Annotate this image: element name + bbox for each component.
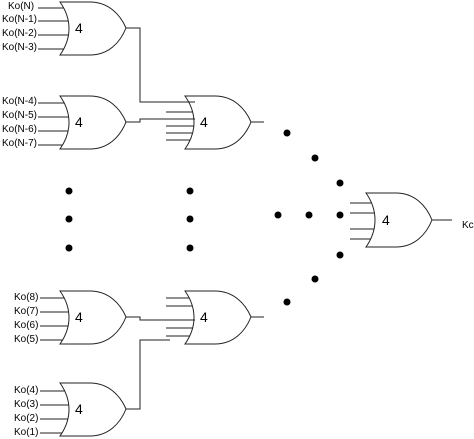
input-label: Ko(6): [14, 320, 38, 331]
ellipsis-dot: [186, 187, 194, 195]
gate-stage1-b: 4: [59, 95, 127, 150]
ellipsis-dot: [274, 211, 282, 219]
ellipsis-dot: [336, 179, 344, 187]
ellipsis-dot: [283, 129, 291, 137]
input-label: Ko(5): [14, 334, 38, 345]
connection-wire: [126, 339, 170, 410]
input-label: Ko(N-4): [2, 96, 37, 107]
ellipsis-dot: [65, 187, 73, 195]
input-label: Ko(N-2): [2, 28, 37, 39]
ellipsis-dot: [186, 244, 194, 252]
input-label: Ko(N): [8, 1, 34, 12]
ellipsis-dot: [336, 251, 344, 259]
gate-final: 4: [365, 192, 433, 248]
input-label: Ko(N-7): [2, 138, 37, 149]
gate-stage2-top: 4: [184, 95, 252, 150]
connection-wire: [126, 118, 195, 123]
input-label: Ko(7): [14, 306, 38, 317]
gate-stage1-d: 4: [59, 382, 127, 437]
gate-label: 4: [75, 309, 83, 325]
connection-wire: [126, 316, 195, 321]
input-label: Ko(4): [14, 385, 38, 396]
input-labels-group-a: Ko(N) Ko(N-1) Ko(N-2) Ko(N-3): [2, 1, 37, 53]
connection-wire: [126, 27, 195, 103]
input-labels-group-c: Ko(8) Ko(7) Ko(6) Ko(5): [14, 292, 38, 345]
ellipsis-dot: [311, 275, 319, 283]
input-label: Ko(N-1): [2, 14, 37, 25]
input-label: Ko(N-6): [2, 124, 37, 135]
input-label: Ko(2): [14, 413, 38, 424]
connection-wires: [126, 27, 452, 410]
gate-stage1-a: 4: [59, 1, 127, 56]
gate-label: 4: [200, 309, 208, 325]
ellipsis-dot: [186, 215, 194, 223]
input-label: Ko(8): [14, 292, 38, 303]
input-wires: [38, 7, 378, 434]
gate-label: 4: [75, 20, 83, 36]
gate-label: 4: [75, 114, 83, 130]
ellipsis-dot: [311, 154, 319, 162]
input-label: Ko(N-3): [2, 42, 37, 53]
gate-label: 4: [75, 401, 83, 417]
ellipsis-dots: [65, 129, 344, 306]
gate-stage1-c: 4: [59, 290, 127, 345]
gate-label: 4: [382, 212, 390, 228]
input-labels-group-d: Ko(4) Ko(3) Ko(2) Ko(1): [14, 385, 38, 438]
input-labels-group-b: Ko(N-4) Ko(N-5) Ko(N-6) Ko(N-7): [2, 96, 37, 149]
input-label: Ko(3): [14, 399, 38, 410]
gate-label: 4: [200, 114, 208, 130]
ellipsis-dot: [305, 211, 313, 219]
output-label: Kc: [462, 220, 474, 231]
ellipsis-dot: [336, 211, 344, 219]
ellipsis-dot: [65, 215, 73, 223]
gate-stage2-bottom: 4: [184, 290, 252, 345]
ellipsis-dot: [65, 244, 73, 252]
ellipsis-dot: [283, 298, 291, 306]
input-label: Ko(1): [14, 427, 38, 438]
input-label: Ko(N-5): [2, 110, 37, 121]
